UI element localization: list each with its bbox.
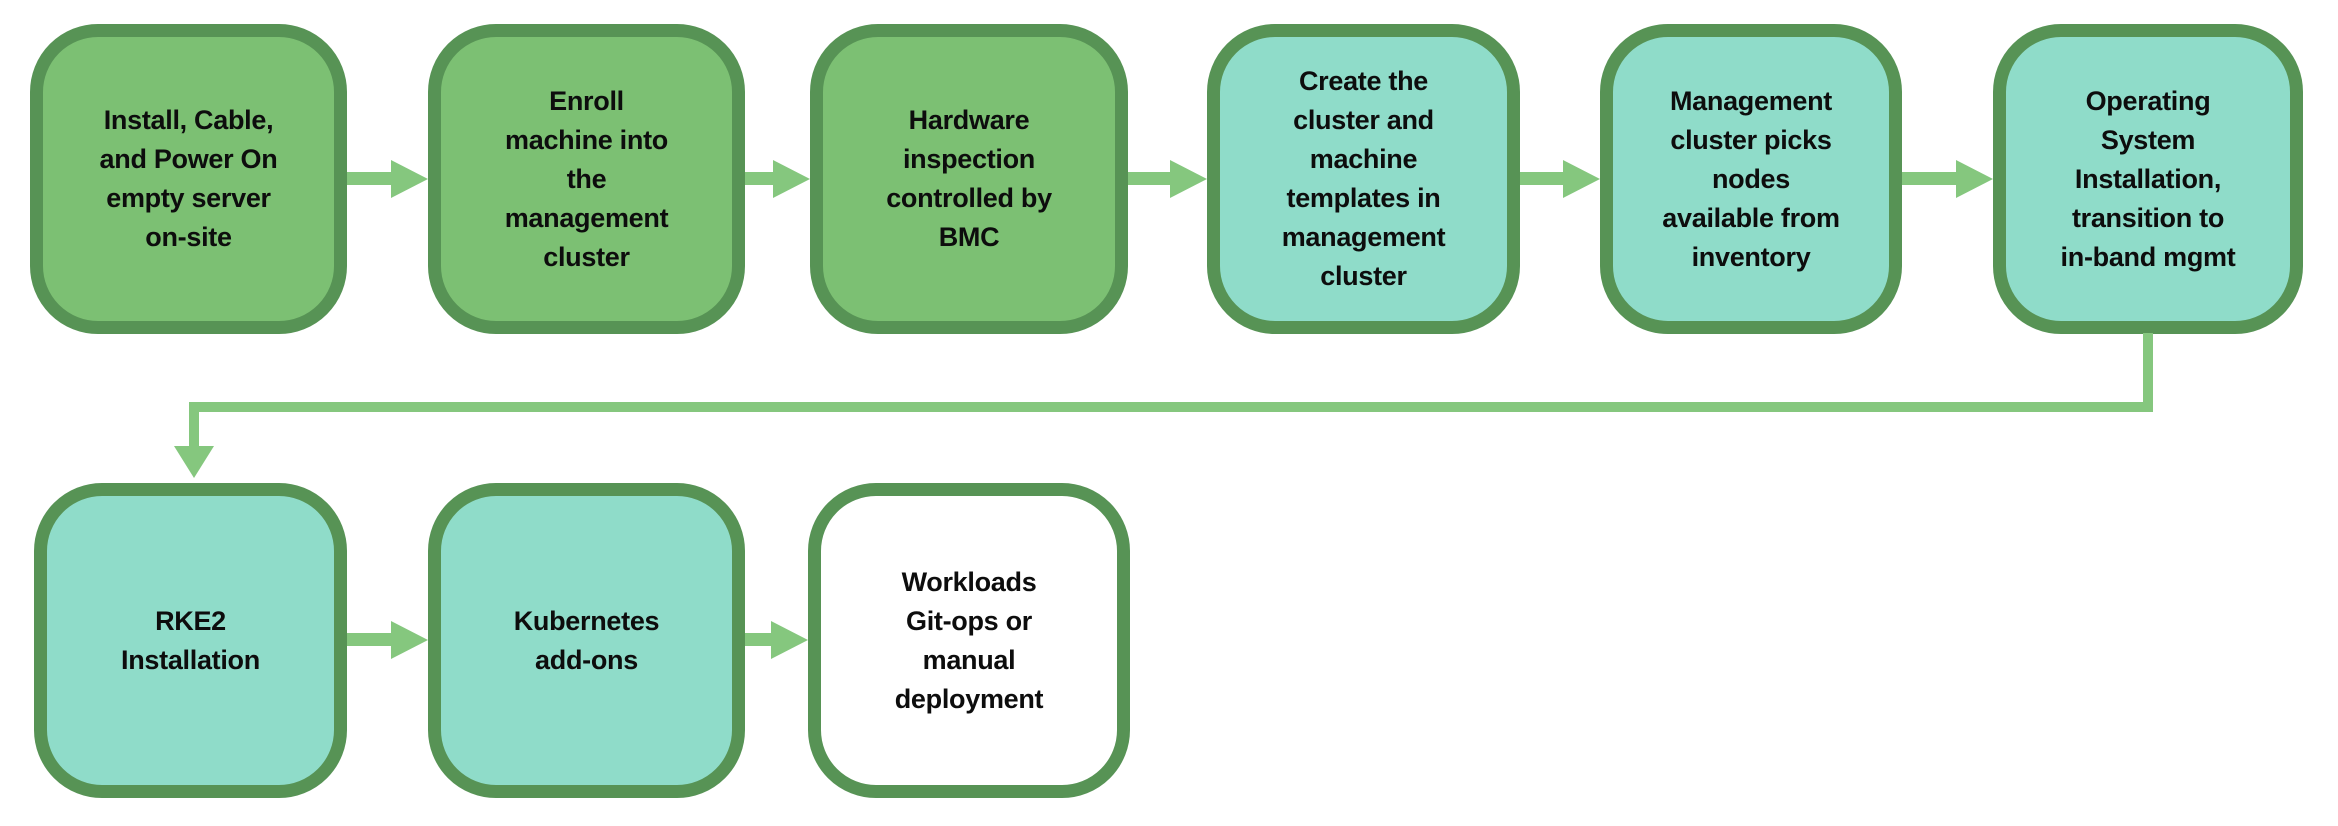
elbow-connector-vertical-from-os-installation	[2143, 333, 2153, 412]
step-label: RKE2 Installation	[121, 605, 260, 675]
elbow-connector-horizontal	[189, 402, 2153, 412]
arrow-2-to-3-icon	[745, 172, 773, 185]
step-label: Kubernetes add-ons	[513, 605, 660, 675]
arrow-4-to-5-icon	[1520, 172, 1563, 185]
step-rke2-installation: RKE2 Installation	[34, 483, 347, 798]
step-workloads-deployment: Workloads Git-ops or manual deployment	[808, 483, 1130, 798]
arrow-6-to-7-head-icon	[174, 446, 214, 478]
step-label: Operating System Installation, transitio…	[2060, 85, 2236, 272]
step-label: Enroll machine into the management clust…	[504, 85, 669, 272]
step-hardware-inspection: Hardware inspection controlled by BMC	[810, 24, 1128, 334]
arrow-1-to-2-icon	[347, 172, 391, 185]
step-label: Hardware inspection controlled by BMC	[886, 105, 1052, 252]
arrow-8-to-9-icon	[745, 633, 771, 646]
step-install-cable-power-on: Install, Cable, and Power On empty serve…	[30, 24, 347, 334]
step-label: Create the cluster and machine templates…	[1281, 66, 1446, 291]
step-management-picks-nodes: Management cluster picks nodes available…	[1600, 24, 1902, 334]
step-create-cluster-templates: Create the cluster and machine templates…	[1207, 24, 1520, 334]
arrow-7-to-8-icon	[347, 633, 391, 646]
step-os-installation: Operating System Installation, transitio…	[1993, 24, 2303, 334]
step-enroll-machine: Enroll machine into the management clust…	[428, 24, 745, 334]
step-label: Management cluster picks nodes available…	[1662, 85, 1840, 272]
step-kubernetes-addons: Kubernetes add-ons	[428, 483, 745, 798]
arrow-3-to-4-icon	[1128, 172, 1170, 185]
elbow-connector-vertical-to-rke2	[189, 402, 199, 448]
step-label: Workloads Git-ops or manual deployment	[894, 566, 1044, 714]
arrow-5-to-6-icon	[1902, 172, 1956, 185]
step-label: Install, Cable, and Power On empty serve…	[99, 105, 278, 252]
